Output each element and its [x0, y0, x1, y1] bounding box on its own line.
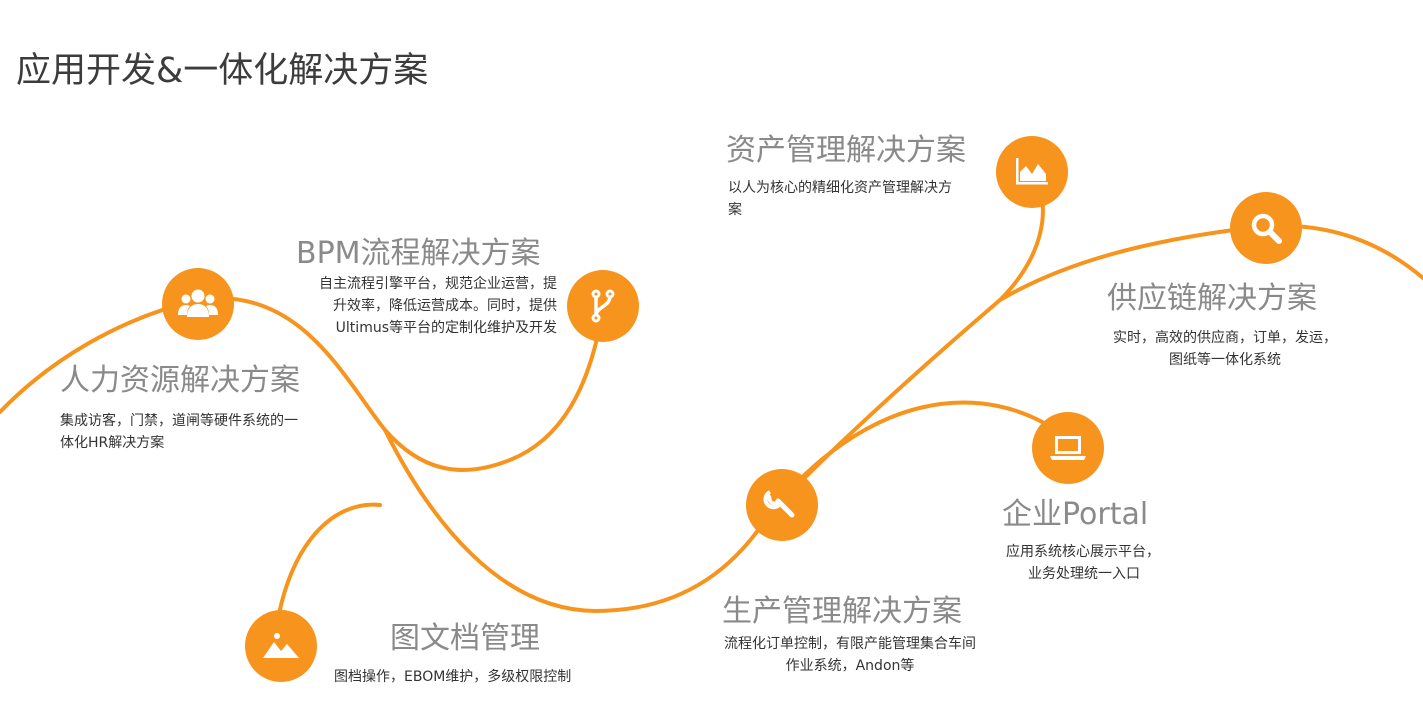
bpm-desc-line-2: 升效率，降低运营成本。同时，提供 [333, 298, 557, 314]
hr-desc-line-2: 体化HR解决方案 [60, 435, 165, 451]
bpm-title: BPM流程解决方案 [296, 236, 541, 271]
bpm-desc-line-3: Ultimus等平台的定制化维护及开发 [335, 320, 557, 336]
asset-node[interactable] [996, 136, 1068, 208]
mountain-image-icon [263, 633, 299, 658]
wrench-icon [763, 490, 795, 518]
hr-desc: 集成访客，门禁，道闸等硬件系统的一 体化HR解决方案 [60, 410, 298, 454]
hr-node[interactable] [162, 268, 234, 340]
portal-node[interactable] [1032, 412, 1104, 484]
drawing-title: 图文档管理 [390, 621, 540, 656]
branch-icon [591, 289, 615, 323]
supply-node[interactable] [1230, 192, 1302, 264]
search-icon [1251, 213, 1282, 244]
hr-title: 人力资源解决方案 [60, 363, 300, 398]
asset-desc: 以人为核心的精细化资产管理解决方 案 [728, 177, 952, 221]
area-chart-icon [1016, 158, 1048, 185]
production-desc-line-1: 流程化订单控制，有限产能管理集合车间 [724, 636, 976, 652]
production-node[interactable] [746, 469, 818, 541]
drawing-node[interactable] [245, 610, 317, 682]
production-desc: 流程化订单控制，有限产能管理集合车间 作业系统，Andon等 [700, 633, 1000, 677]
portal-desc-line-1: 应用系统核心展示平台， [1006, 544, 1160, 560]
supply-title: 供应链解决方案 [1107, 281, 1317, 316]
bpm-node[interactable] [567, 270, 639, 342]
portal-desc-line-2: 业务处理统一入口 [1028, 566, 1140, 582]
users-icon [178, 289, 218, 317]
hr-desc-line-1: 集成访客，门禁，道闸等硬件系统的一 [60, 413, 298, 429]
asset-desc-line-1: 以人为核心的精细化资产管理解决方 [728, 180, 952, 196]
page-title: 应用开发&一体化解决方案 [16, 51, 429, 91]
production-title: 生产管理解决方案 [722, 594, 962, 629]
drawing-desc-line-1: 图档操作，EBOM维护，多级权限控制 [334, 669, 572, 685]
portal-title: 企业Portal [1002, 497, 1149, 532]
laptop-icon [1050, 436, 1086, 460]
production-desc-line-2: 作业系统，Andon等 [785, 658, 915, 674]
asset-desc-line-2: 案 [728, 202, 742, 218]
asset-title: 资产管理解决方案 [726, 133, 966, 168]
supply-desc-line-1: 实时，高效的供应商，订单，发运， [1113, 330, 1337, 346]
supply-desc-line-2: 图纸等一体化系统 [1169, 352, 1281, 368]
supply-desc: 实时，高效的供应商，订单，发运， 图纸等一体化系统 [1090, 327, 1360, 371]
drawing-desc: 图档操作，EBOM维护，多级权限控制 [334, 666, 571, 688]
portal-desc: 应用系统核心展示平台， 业务处理统一入口 [1006, 541, 1160, 585]
bpm-desc-line-1: 自主流程引擎平台，规范企业运营，提 [319, 276, 557, 292]
bpm-desc: 自主流程引擎平台，规范企业运营，提 升效率，降低运营成本。同时，提供 Ultim… [319, 273, 557, 339]
